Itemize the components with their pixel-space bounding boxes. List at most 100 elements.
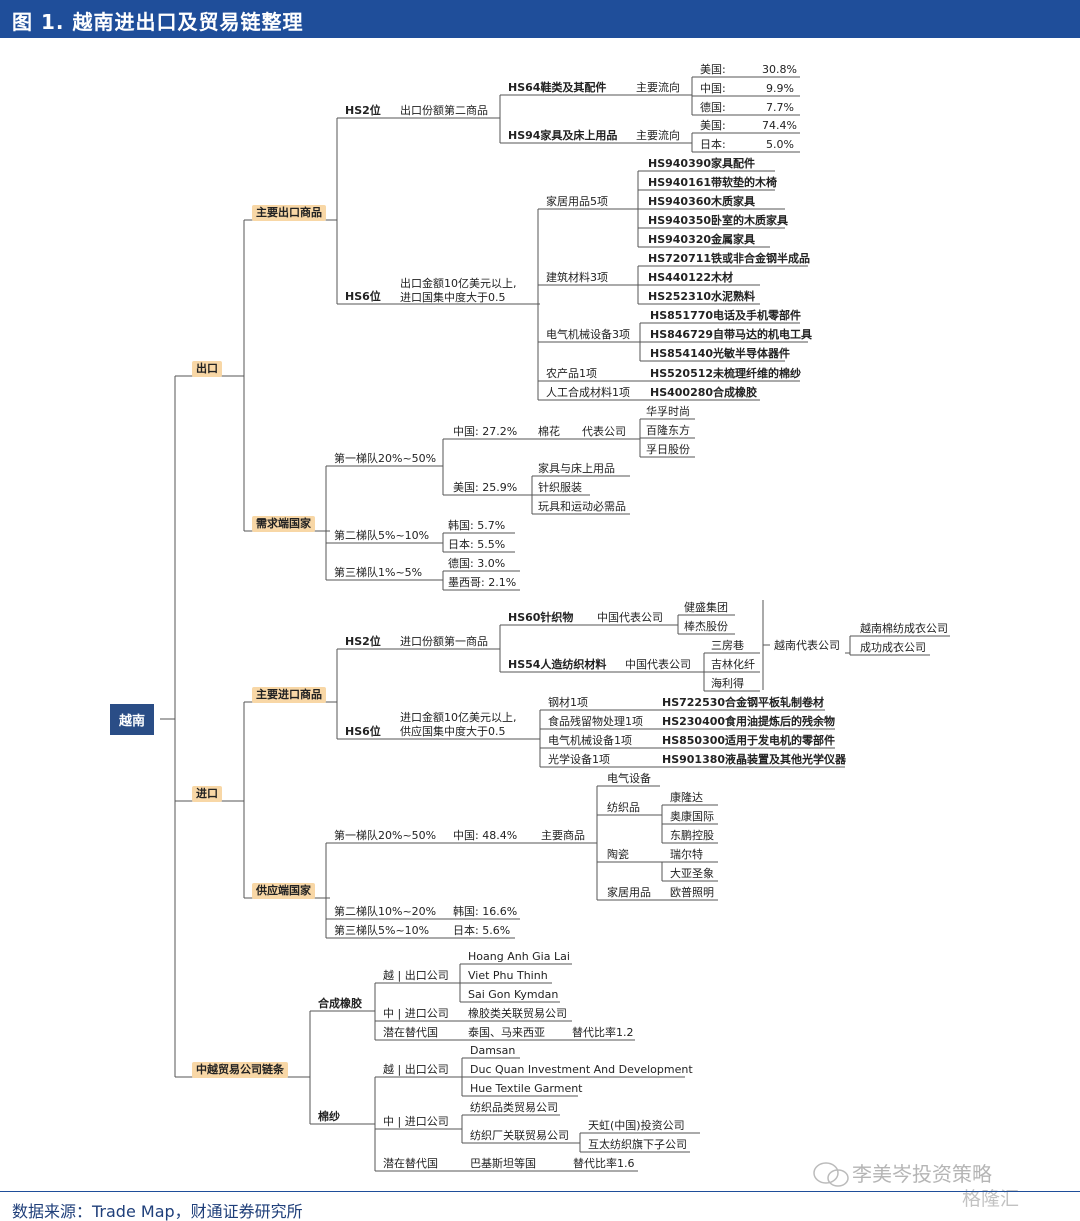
hs54-company-1: 吉林化纤	[711, 658, 755, 671]
export-synthetic-item-0: HS400280合成橡胶	[650, 386, 758, 399]
yarn-cn: 中 | 进口公司	[383, 1115, 449, 1128]
title-bar: 图 1. 越南进出口及贸易链整理	[0, 0, 1080, 38]
export-home-item-1: HS940161带软垫的木椅	[648, 176, 778, 189]
vn-rep-company-1: 成功成衣公司	[860, 641, 926, 654]
node-supply-countries: 供应端国家	[252, 883, 315, 899]
node-import-hs2-desc: 进口份额第一商品	[400, 635, 488, 648]
hs64-dest-1-value: 9.9%	[766, 82, 794, 95]
import-item-2: HS850300适用于发电机的零部件	[662, 734, 836, 747]
hs94-dest-0-value: 74.4%	[762, 119, 797, 132]
node-trade-chain: 中越贸易公司链条	[192, 1062, 288, 1078]
figure-title: 图 1. 越南进出口及贸易链整理	[12, 10, 304, 34]
yarn-vn-item-0: Damsan	[470, 1044, 516, 1057]
demand-usa-item-1: 针织服装	[538, 481, 582, 494]
demand-tier2: 第二梯队5%~10%	[334, 529, 430, 542]
chain-rubber: 合成橡胶	[318, 997, 362, 1010]
node-import-hs2: HS2位	[345, 635, 381, 648]
import-group-3: 光学设备1项	[548, 753, 610, 766]
hs54-company-2: 海利得	[711, 677, 744, 690]
export-group-synthetic: 人工合成材料1项	[546, 386, 630, 399]
export-group-agri: 农产品1项	[546, 367, 597, 380]
demand-china-company-0: 华孚时尚	[646, 405, 690, 418]
supply-tier1: 第一梯队20%~50%	[334, 829, 437, 842]
import-group-1: 食品残留物处理1项	[548, 715, 643, 728]
hs64-dest-2-value: 7.7%	[766, 101, 794, 114]
supply-tier3-item: 日本: 5.6%	[453, 924, 511, 937]
node-hs94-flow: 主要流向	[636, 129, 680, 142]
hs94-dest-0-country: 美国:	[700, 119, 726, 132]
rubber-vn-item-1: Viet Phu Thinh	[468, 969, 548, 982]
yarn-cn-item1: 纺织品类贸易公司	[470, 1101, 558, 1114]
hs60-company-1: 棒杰股份	[684, 620, 728, 633]
node-demand-countries: 需求端国家	[252, 516, 315, 532]
export-electrical-item-1: HS846729自带马达的机电工具	[650, 328, 813, 341]
yarn-vn-item-1: Duc Quan Investment And Development	[470, 1063, 693, 1076]
yarn-cn-sub-1: 互太纺织旗下子公司	[588, 1138, 687, 1151]
yarn-vn: 越 | 出口公司	[383, 1063, 449, 1076]
import-item-3: HS901380液晶装置及其他光学仪器	[662, 753, 847, 766]
demand-usa-item-2: 玩具和运动必需品	[538, 500, 626, 513]
import-item-1: HS230400食用油提炼后的残余物	[662, 715, 836, 728]
node-hs54: HS54人造纺织材料	[508, 658, 607, 671]
node-import-hs6-desc: 进口金额10亿美元以上, 供应国集中度大于0.5	[400, 711, 517, 738]
supply-main-goods: 主要商品	[541, 829, 585, 842]
rubber-alt-countries: 泰国、马来西亚	[468, 1026, 545, 1039]
hs64-dest-0-value: 30.8%	[762, 63, 797, 76]
demand-tier2-item-0: 韩国: 5.7%	[448, 519, 506, 532]
export-group-electrical: 电气机械设备3项	[546, 328, 630, 341]
supply-tier2: 第二梯队10%~20%	[334, 905, 437, 918]
hs64-dest-0-country: 美国:	[700, 63, 726, 76]
demand-china-company-2: 孚日股份	[646, 443, 690, 456]
node-import-hs6: HS6位	[345, 725, 381, 738]
hs64-dest-2-country: 德国:	[700, 101, 726, 114]
hs94-dest-1-value: 5.0%	[766, 138, 794, 151]
supply-good-0: 电气设备	[607, 772, 651, 785]
export-home-item-2: HS940360木质家具	[648, 195, 756, 208]
yarn-alt: 潜在替代国	[383, 1157, 438, 1170]
gelonghui-logo: 格隆汇	[962, 1188, 1020, 1210]
demand-tier1: 第一梯队20%~50%	[334, 452, 437, 465]
hs64-dest-1-country: 中国:	[700, 82, 726, 95]
hs54-rep: 中国代表公司	[625, 658, 691, 671]
supply-good-1-company-0: 康隆达	[670, 791, 703, 804]
hs54-company-0: 三房巷	[711, 639, 744, 652]
rubber-cn-item: 橡胶类关联贸易公司	[468, 1007, 567, 1020]
yarn-alt-ratio: 替代比率1.6	[573, 1157, 635, 1170]
supply-good-1-company-1: 奥康国际	[670, 810, 714, 823]
chain-yarn: 棉纱	[318, 1110, 340, 1123]
hs60-company-0: 健盛集团	[684, 601, 728, 614]
watermark-text: 李美岑投资策略	[852, 1162, 992, 1186]
demand-tier3: 第三梯队1%~5%	[334, 566, 423, 579]
node-main-export-goods: 主要出口商品	[252, 205, 326, 221]
import-group-2: 电气机械设备1项	[548, 734, 632, 747]
demand-tier3-item-1: 墨西哥: 2.1%	[448, 576, 517, 589]
root-node-vietnam: 越南	[110, 704, 155, 735]
node-export-hs2: HS2位	[345, 104, 381, 117]
hs94-dest-1-country: 日本:	[700, 138, 726, 151]
yarn-vn-item-2: Hue Textile Garment	[470, 1082, 583, 1095]
node-import: 进口	[192, 786, 222, 802]
supply-china: 中国: 48.4%	[453, 829, 518, 842]
supply-good-3: 家居用品	[607, 886, 651, 899]
supply-good-3-company-0: 欧普照明	[670, 886, 714, 899]
demand-china-rep: 代表公司	[582, 425, 626, 438]
export-group-building: 建筑材料3项	[546, 271, 608, 284]
source-divider	[0, 1191, 1080, 1192]
demand-china-good: 棉花	[538, 425, 560, 438]
node-export-hs6-desc: 出口金额10亿美元以上, 进口国集中度大于0.5	[400, 277, 517, 304]
node-hs94: HS94家具及床上用品	[508, 129, 618, 142]
yarn-cn-sub-0: 天虹(中国)投资公司	[588, 1119, 685, 1132]
export-agri-item-0: HS520512未梳理纤维的棉纱	[650, 367, 802, 380]
demand-usa-item-0: 家具与床上用品	[538, 462, 615, 475]
vn-rep-company-0: 越南棉纺成衣公司	[860, 622, 948, 635]
node-hs64: HS64鞋类及其配件	[508, 81, 607, 94]
demand-china-company-1: 百隆东方	[646, 424, 690, 437]
demand-china: 中国: 27.2%	[453, 425, 518, 438]
rubber-vn-item-2: Sai Gon Kymdan	[468, 988, 559, 1001]
supply-tier2-item: 韩国: 16.6%	[453, 905, 518, 918]
rubber-cn: 中 | 进口公司	[383, 1007, 449, 1020]
supply-good-2: 陶瓷	[607, 848, 629, 861]
rubber-alt-ratio: 替代比率1.2	[572, 1026, 634, 1039]
wechat-icon	[813, 1162, 849, 1187]
